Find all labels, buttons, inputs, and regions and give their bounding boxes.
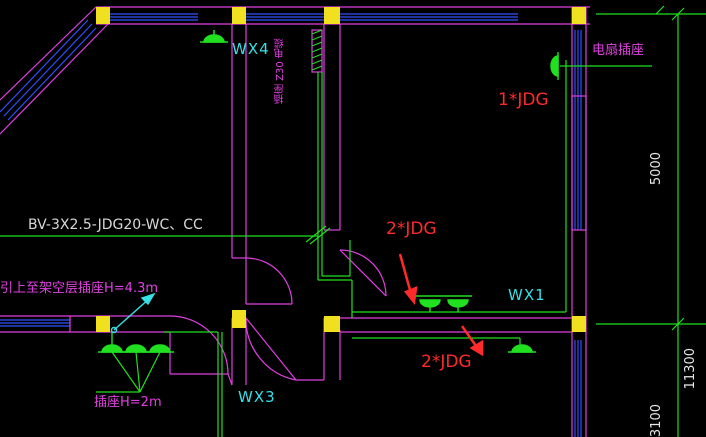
label-jdg-bottom: 2*JDG [421,352,472,372]
label-lead-up: 引上至架空层插座H=4.3m [0,281,159,296]
dim-3100: 3100 [649,404,664,437]
socket-icon [416,295,472,312]
walls [0,6,590,437]
label-vertical-note: 插座 Z30 电缆 [275,38,286,104]
label-wx4: WX4 [232,40,270,58]
socket-icon [200,30,228,43]
label-socket-height: 插座H=2m [94,395,162,410]
label-wx1: WX1 [508,286,546,304]
label-jdg-top: 1*JDG [498,90,549,110]
arrow-icon [110,292,156,334]
dim-5000: 5000 [649,152,664,186]
label-jdg-mid: 2*JDG [386,219,437,239]
shaft-hatch [311,29,323,71]
label-wx3: WX3 [238,388,276,406]
socket-icon [508,344,536,353]
windows [0,13,582,437]
arrow-icon [398,253,418,306]
dim-11300: 11300 [683,348,698,390]
socket-icon [550,52,559,80]
arrow-icon [460,325,484,357]
socket-icon [98,332,174,353]
label-cable-spec: BV-3X2.5-JDG20-WC、CC [28,217,203,233]
label-fan-socket: 电扇插座 [592,43,645,58]
columns [96,7,586,332]
